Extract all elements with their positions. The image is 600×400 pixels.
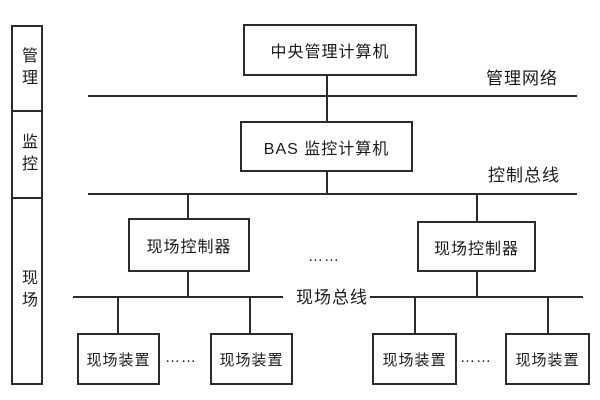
management-network-line [88, 95, 577, 97]
layer-management: 管理 [19, 46, 36, 91]
connector-field-bus-to-device-4 [547, 298, 549, 333]
control-bus-line [88, 193, 577, 195]
connector-bas-to-control-bus [326, 172, 328, 193]
field-device-3-node: 现场装置 [372, 333, 457, 385]
control-bus-label: 控制总线 [488, 166, 560, 185]
field-bus-label: 现场总线 [296, 288, 368, 307]
field-controller-right-node: 现场控制器 [417, 221, 536, 272]
field-device-2-node: 现场装置 [210, 333, 293, 385]
layer-monitoring: 监控 [13, 110, 41, 197]
ellipsis-between-controllers: …… [308, 248, 340, 265]
connector-central-to-management-network [326, 76, 328, 95]
connector-control-bus-to-right-controller [476, 195, 478, 221]
management-network-label: 管理网络 [486, 69, 558, 88]
connector-field-bus-to-device-3 [414, 298, 416, 333]
connector-field-bus-to-device-2 [249, 298, 251, 333]
connector-right-controller-to-field-bus [476, 272, 478, 296]
field-bus-line-left [73, 296, 283, 298]
connector-left-controller-to-field-bus [187, 272, 189, 296]
field-device-1-node: 现场装置 [77, 333, 160, 385]
bas-monitoring-computer-node: BAS 监控计算机 [240, 121, 413, 172]
central-management-computer-node: 中央管理计算机 [243, 24, 417, 76]
layer-field: 现场 [13, 197, 41, 383]
ellipsis-between-devices-right: …… [460, 349, 492, 366]
connector-management-network-to-bas [326, 97, 328, 121]
connector-field-bus-to-device-1 [117, 298, 119, 333]
ellipsis-between-devices-left: …… [165, 349, 197, 366]
field-bus-line-right [370, 296, 583, 298]
field-device-4-node: 现场装置 [505, 333, 590, 385]
connector-control-bus-to-left-controller [187, 195, 189, 218]
layer-sidebar: 管理 监控 现场 [11, 25, 43, 385]
field-controller-left-node: 现场控制器 [128, 218, 250, 272]
